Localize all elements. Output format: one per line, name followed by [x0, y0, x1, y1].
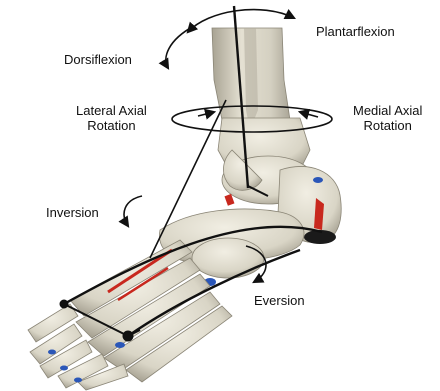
- lateral-axial-rotation-line2: Rotation: [76, 118, 147, 133]
- lateral-axial-rotation-label: Lateral Axial Rotation: [76, 103, 147, 133]
- dorsiflexion-label: Dorsiflexion: [64, 52, 132, 67]
- plantarflexion-label: Plantarflexion: [316, 24, 395, 39]
- lateral-rotation-arrow-icon: [198, 112, 214, 116]
- inversion-label: Inversion: [46, 205, 99, 220]
- lateral-axial-rotation-line1: Lateral Axial: [76, 103, 147, 118]
- inversion-arrow-icon: [124, 196, 142, 226]
- medial-rotation-arrow-icon: [300, 112, 318, 117]
- dorsiflexion-arrow-icon: [166, 26, 194, 68]
- tibia-fibula: [212, 28, 310, 172]
- eversion-label: Eversion: [254, 293, 305, 308]
- medial-axial-rotation-line2: Rotation: [353, 118, 422, 133]
- medial-axial-rotation-line1: Medial Axial: [353, 103, 422, 118]
- medial-axial-rotation-label: Medial Axial Rotation: [353, 103, 422, 133]
